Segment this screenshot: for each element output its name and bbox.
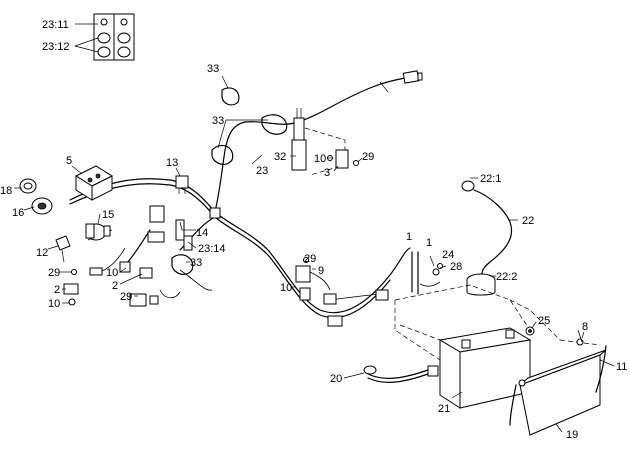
left-small-parts [63,261,159,307]
label-18: 18 [0,185,12,197]
nut-25 [525,326,535,336]
label-1b: 1 [426,237,432,249]
label-25: 25 [538,315,550,327]
label-28: 28 [450,261,462,273]
label-33-mid: 33 [212,115,224,127]
label-24: 24 [442,249,454,261]
label-23-14: 23:14 [198,243,226,255]
label-20: 20 [330,373,342,385]
label-10-mid: 10 [280,282,292,294]
label-29-bottom: 29 [120,291,132,303]
key-switch [19,178,53,215]
battery-tray-19 [509,329,607,436]
label-22-2: 22:2 [496,271,517,283]
part-labels: 23:11 23:12 33 33 5 13 32 23 10 29 3 18 … [0,19,627,441]
label-29-relay: 29 [362,151,374,163]
battery-cable-22 [461,180,513,296]
label-33-top: 33 [207,63,219,75]
battery-strap-20 [363,365,439,383]
loop-clamps [171,87,288,275]
main-harness [69,77,411,319]
label-10-left: 10 [106,267,118,279]
leader-lines [14,75,615,433]
label-22: 22 [522,215,534,227]
label-12: 12 [36,247,48,259]
relay-bracket [327,149,359,169]
connector-detail [74,13,135,61]
label-19: 19 [566,429,578,441]
label-14: 14 [196,227,208,239]
top-plug [379,70,423,93]
label-3: 3 [324,167,330,179]
relay-32 [291,108,346,176]
bracket-9 [295,257,389,327]
label-2-center: 2 [112,280,118,292]
label-33-low: 33 [190,257,202,269]
label-10-bottom: 10 [48,298,60,310]
label-9: 9 [318,265,324,277]
label-11: 11 [616,361,627,373]
label-32: 32 [274,151,286,163]
sensor-12 [55,235,71,263]
cable-1 [411,251,443,295]
label-21: 21 [438,403,450,415]
label-29-mid: 29 [304,253,316,265]
relay-13 [175,175,189,194]
center-connectors [147,205,221,251]
label-29-left: 29 [48,267,60,279]
label-2-left: 2 [54,284,60,296]
label-1a: 1 [406,231,412,243]
label-5: 5 [66,155,72,167]
module-5 [74,165,114,201]
label-22-1: 22:1 [480,173,501,185]
label-16: 16 [12,207,24,219]
battery-21 [394,284,561,409]
switch-15 [85,223,111,241]
label-23-11: 23:11 [42,19,69,31]
label-8: 8 [582,321,588,333]
label-10-relay: 10 [314,153,326,165]
label-15: 15 [102,209,114,221]
label-23-12: 23:12 [42,41,70,53]
label-23: 23 [256,165,268,177]
label-13: 13 [166,157,178,169]
